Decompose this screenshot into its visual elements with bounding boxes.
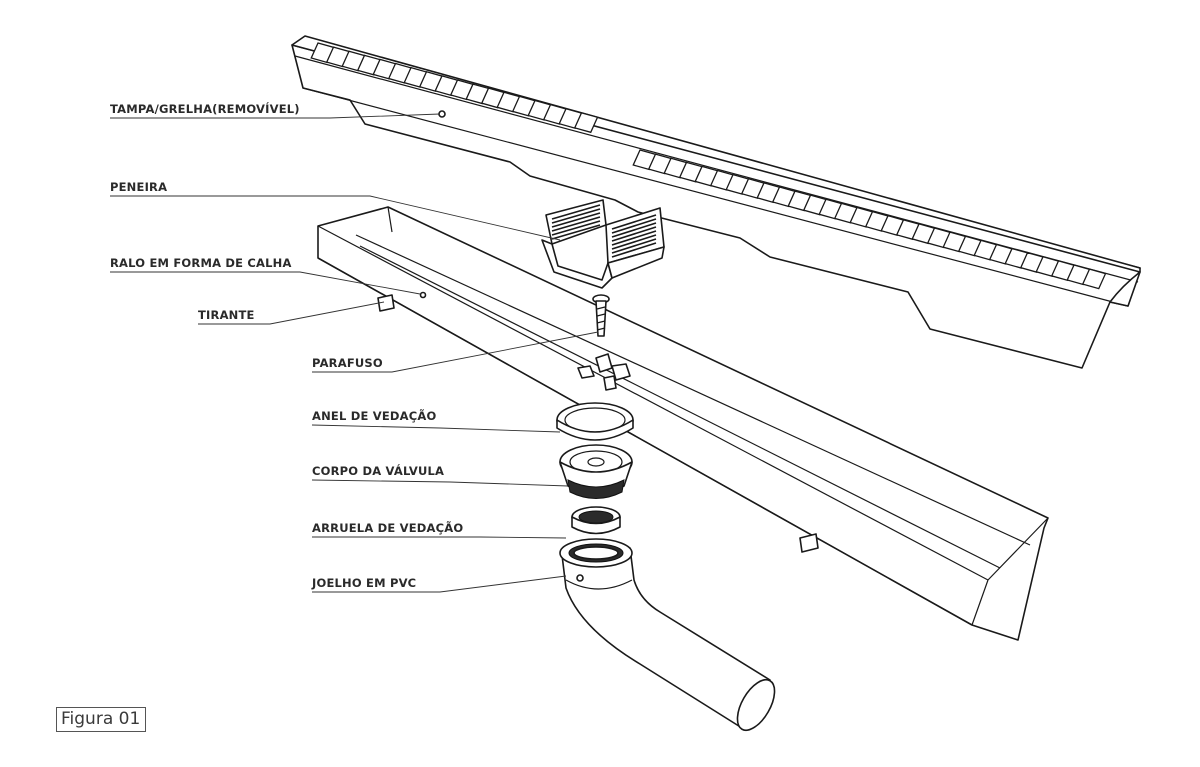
label-ralo: RALO EM FORMA DE CALHA <box>110 256 292 270</box>
strainer-slots <box>551 204 657 258</box>
label-tampa: TAMPA/GRELHA(REMOVÍVEL) <box>110 101 300 116</box>
channel-drain-body <box>317 206 1049 641</box>
strainer-slot <box>611 238 657 254</box>
figure-caption: Figura 01 <box>56 707 147 732</box>
strainer-slot <box>611 214 657 230</box>
strainer-slot <box>611 222 657 238</box>
label-parafuso: PARAFUSO <box>312 356 383 370</box>
label-joelho: JOELHO EM PVC <box>311 576 416 590</box>
label-peneira: PENEIRA <box>110 180 167 194</box>
strainer-slot <box>551 212 601 228</box>
strainer-slot <box>551 204 601 220</box>
sealing-ring <box>556 402 634 441</box>
strainer-slot <box>611 242 657 258</box>
sealing-washer <box>571 506 621 535</box>
label-arruela: ARRUELA DE VEDAÇÃO <box>312 520 463 535</box>
strainer-slot <box>611 234 657 250</box>
grate-slot <box>573 112 599 134</box>
grate-slot <box>1081 268 1107 290</box>
strainer-basket <box>541 199 665 289</box>
strainer-slot <box>551 216 601 232</box>
grate-slots <box>310 42 1107 290</box>
strainer-slot <box>611 218 657 234</box>
strainer-slot <box>551 208 601 224</box>
label-anel: ANEL DE VEDAÇÃO <box>312 408 436 423</box>
strainer-slot <box>611 230 657 246</box>
strainer-slot <box>551 220 601 236</box>
leader-lines <box>110 110 599 593</box>
part-labels: TAMPA/GRELHA(REMOVÍVEL) PENEIRA RALO EM … <box>110 101 463 590</box>
strainer-slot <box>551 224 601 240</box>
label-tirante: TIRANTE <box>198 308 255 322</box>
strainer-slot <box>611 226 657 242</box>
screw <box>592 294 610 337</box>
drain-opening-icon <box>577 353 631 391</box>
pvc-elbow <box>559 538 776 732</box>
label-corpo: CORPO DA VÁLVULA <box>312 463 444 478</box>
grate-cover <box>291 35 1141 369</box>
valve-body <box>559 444 633 499</box>
